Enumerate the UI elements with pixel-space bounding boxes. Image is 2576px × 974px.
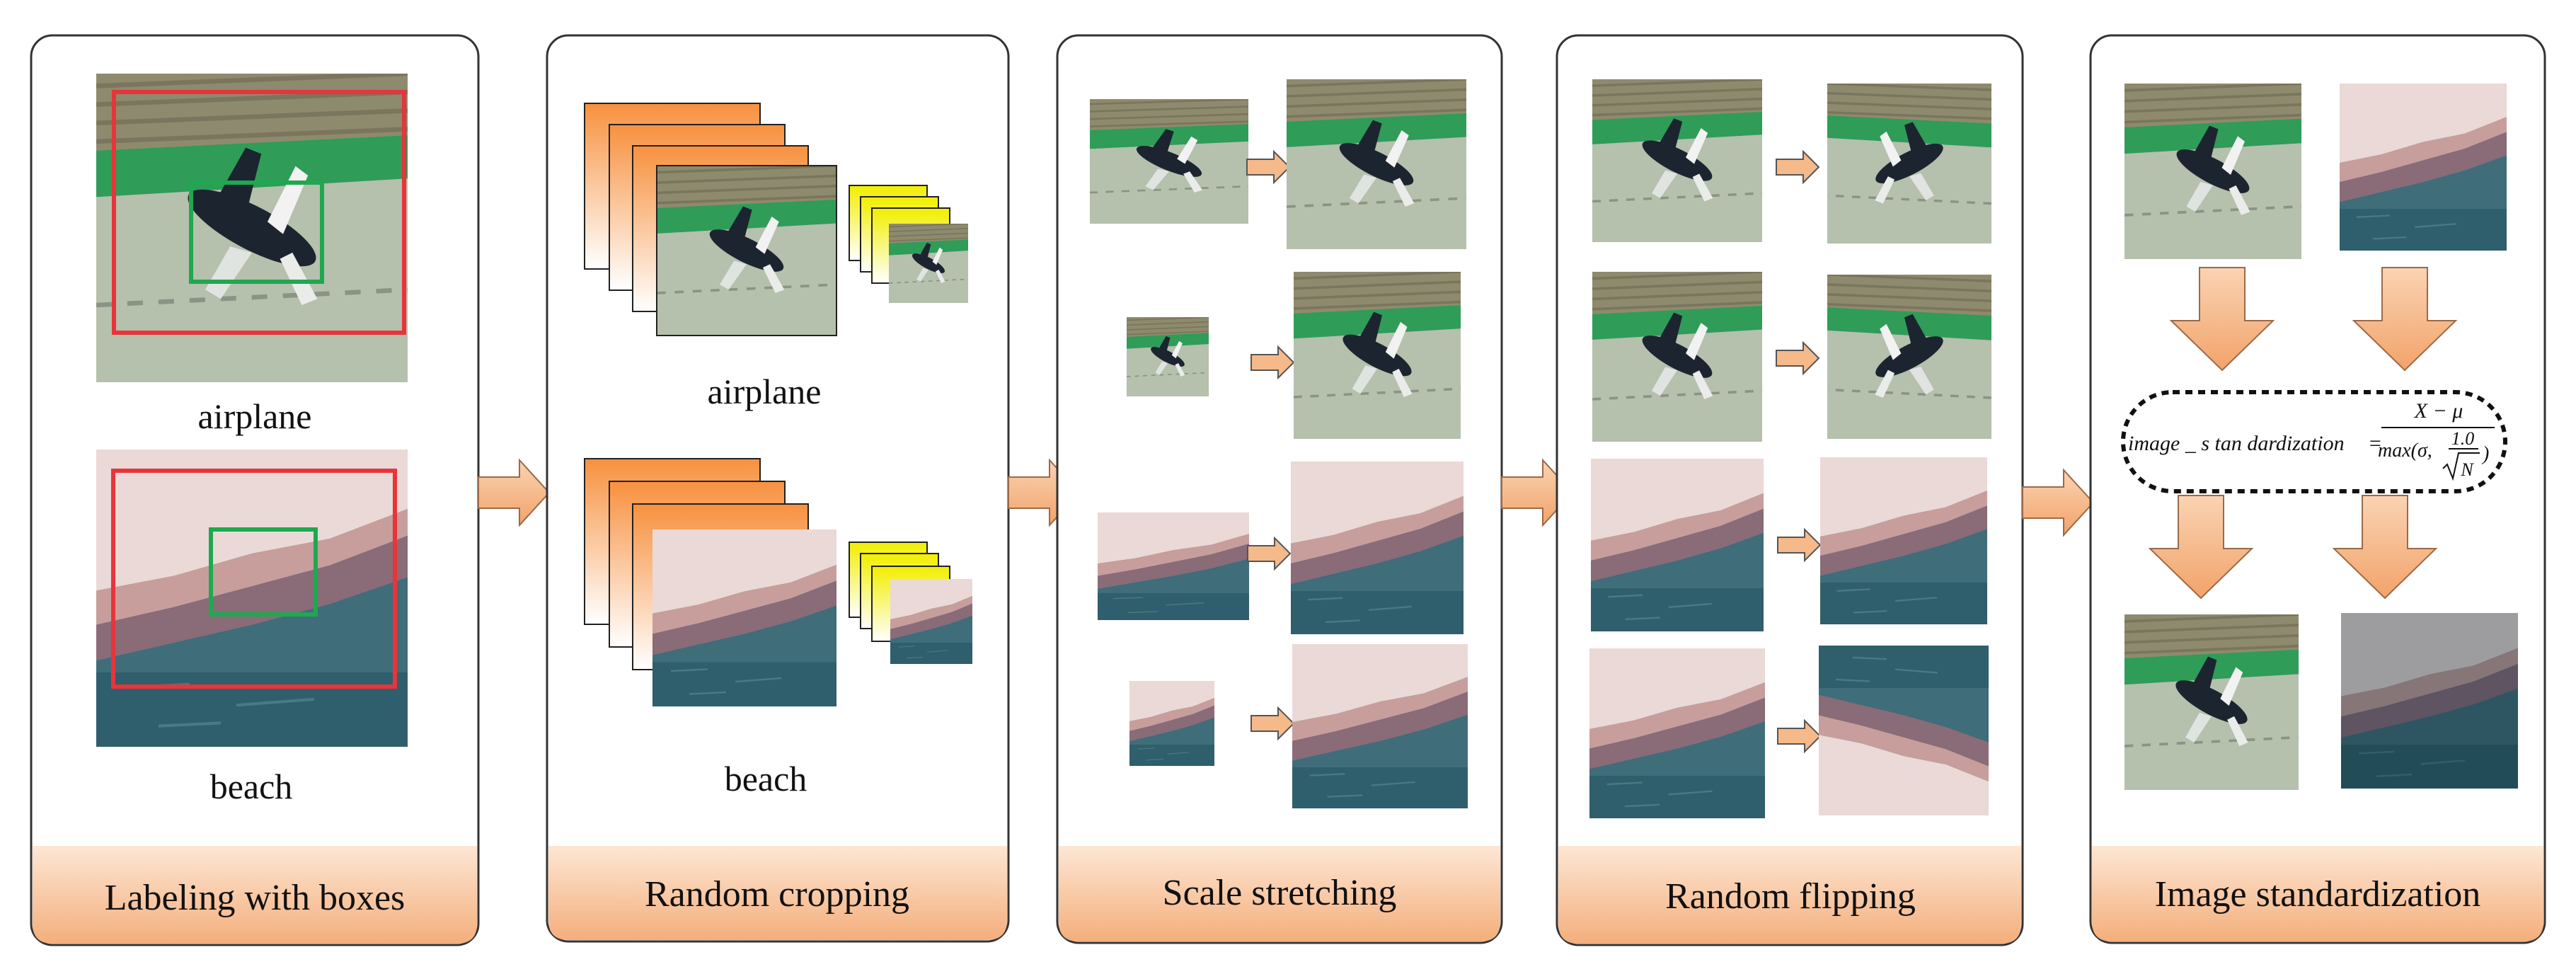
crop-stack-small — [849, 542, 972, 665]
standardization-formula: image _ s tan dardization = X − μ max(σ,… — [2128, 399, 2495, 481]
airplane-image — [96, 74, 408, 382]
bbox-red — [112, 90, 406, 335]
image-label: airplane — [197, 396, 311, 436]
beach-image — [96, 449, 408, 747]
formula-lhs: image _ s tan dardization — [2128, 432, 2345, 455]
standardized-beach — [2341, 613, 2518, 789]
formula-denominator-suffix: ) — [2481, 443, 2489, 465]
crop-stack-large — [584, 458, 836, 706]
panel-labeling: Labeling with boxes airplane beach — [30, 34, 480, 946]
formula-equals: = — [2368, 432, 2382, 455]
crop-stack-small — [849, 185, 969, 304]
panel-title-bar — [33, 846, 477, 944]
panel-title-bar — [1558, 846, 2021, 944]
panel-title-bar — [1059, 846, 1500, 941]
formula-box — [2121, 390, 2507, 493]
panel-title: Labeling with boxes — [105, 878, 406, 918]
flow-arrow — [2022, 469, 2094, 536]
panel-title: Scale stretching — [1163, 873, 1397, 913]
panel-title: Random flipping — [1665, 876, 1916, 917]
bbox-green — [209, 527, 318, 617]
formula-inner-numerator: 1.0 — [2451, 428, 2475, 449]
panel-title: Image standardization — [2155, 874, 2481, 915]
image-label: airplane — [707, 372, 821, 411]
formula-inner-denominator: N — [2460, 459, 2474, 480]
crop-stack-large — [584, 103, 837, 336]
image-label: beach — [210, 767, 293, 806]
formula-denominator-prefix: max(σ, — [2378, 440, 2432, 462]
panel-title-bar — [548, 846, 1007, 940]
formula-numerator: X − μ — [2414, 399, 2463, 423]
flow-arrow — [478, 459, 550, 526]
bbox-green — [189, 181, 324, 284]
image-label: beach — [725, 759, 807, 798]
bbox-red — [111, 469, 397, 689]
panel-title: Random cropping — [645, 874, 909, 915]
panel-image-standardization: Image standardization image _ s tan dard… — [2089, 34, 2546, 944]
panel-scale-stretching: Scale stretching — [1056, 34, 1503, 944]
panel-random-flipping: Random flipping — [1556, 34, 2024, 946]
panel-random-cropping: Random cropping airplane — [546, 34, 1010, 943]
panel-title-bar — [2092, 846, 2543, 941]
